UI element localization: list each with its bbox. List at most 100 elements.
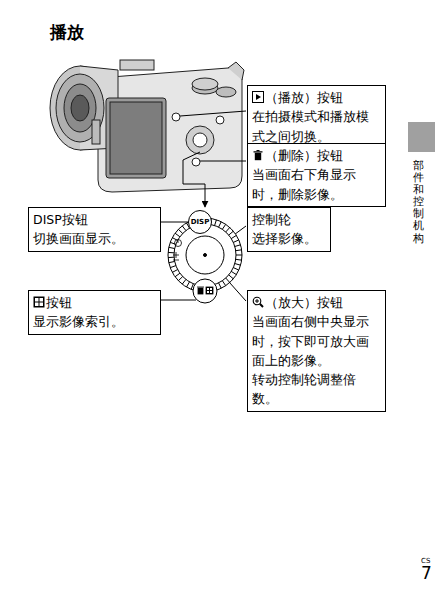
wheel-knurling-part xyxy=(169,261,175,262)
callout-text: 当画面右侧中央显示时，按下即可放大画面上的影像。 xyxy=(252,314,369,368)
section-tab xyxy=(408,122,435,152)
callout-heading: （放大）按钮 xyxy=(265,295,343,310)
callout-text: 选择影像。 xyxy=(252,231,317,246)
wheel-icons-part xyxy=(173,260,179,261)
text-row: （删除）按钮 xyxy=(252,145,381,164)
text-row: 转动控制轮调整倍数。 xyxy=(252,369,381,408)
text-row: 在拍摄模式和播放模式之间切换。 xyxy=(252,106,381,145)
wheel-knurling-part xyxy=(229,231,234,235)
play-icon-part xyxy=(253,92,264,103)
camera-drawing-part xyxy=(64,84,96,132)
callout-box: 按钮显示影像索引。 xyxy=(28,290,161,335)
text-row: 当画面右下角显示时，删除影像。 xyxy=(252,164,381,203)
play-icon-part xyxy=(256,94,261,100)
text-row: 选择影像。 xyxy=(252,228,326,247)
trash-icon xyxy=(252,149,264,161)
leader-lines-part xyxy=(180,111,246,116)
wheel-knurling-part xyxy=(219,283,222,288)
camera-drawing-part xyxy=(120,60,154,70)
index-icon-part xyxy=(34,297,45,308)
camera-drawing-part xyxy=(110,102,162,174)
callout-text: 当画面右下角显示时，删除影像。 xyxy=(252,167,356,201)
wheel-icons-part xyxy=(207,288,209,290)
camera-drawing-part xyxy=(192,158,200,166)
trash-icon-part xyxy=(254,151,263,152)
trash-icon-part xyxy=(255,153,261,160)
wheel-knurling-part xyxy=(169,247,175,248)
camera-drawing-part xyxy=(216,87,236,97)
wheel-icons-part xyxy=(207,291,209,293)
camera-drawing-part xyxy=(228,62,244,80)
camera-drawing xyxy=(50,60,244,192)
wheel-knurling-part xyxy=(233,268,238,270)
wheel-knurling-part xyxy=(226,228,230,232)
wheel-knurling-part xyxy=(175,273,180,277)
control-wheel-part xyxy=(186,236,224,274)
text-row: （播放）按钮 xyxy=(252,87,381,106)
leader-lines-part xyxy=(200,161,246,162)
control-wheel-part xyxy=(174,224,236,286)
wheel-icons-part xyxy=(206,287,213,294)
index-icon xyxy=(33,296,45,308)
wheel-icons-part xyxy=(178,241,179,244)
wheel-knurling-part xyxy=(170,266,176,268)
callout-box: 控制轮选择影像。 xyxy=(247,207,331,252)
camera-drawing-part xyxy=(192,78,218,90)
page-title: 播放 xyxy=(50,21,84,43)
wheel-knurling-part xyxy=(236,249,242,251)
wheel-knurling-part xyxy=(222,281,225,286)
wheel-icons-part xyxy=(210,288,212,290)
control-wheel-part xyxy=(204,254,207,257)
button-label: DISP xyxy=(188,210,212,234)
callout-heading: 按钮 xyxy=(46,295,72,310)
zoom-icon-part xyxy=(255,299,259,303)
play-icon xyxy=(252,91,264,103)
wheel-knurling-part xyxy=(168,257,174,258)
zoom-icon-part xyxy=(253,297,261,305)
wheel-knurling-part xyxy=(182,279,186,284)
wheel-icons xyxy=(173,240,213,295)
camera-drawing-part xyxy=(71,95,89,121)
section-tab-label: 部件和控制机构 xyxy=(413,160,424,245)
wheel-knurling-part xyxy=(175,233,180,237)
leader-lines-part xyxy=(161,300,196,301)
zoom-icon-part xyxy=(260,304,263,307)
wheel-knurling-part xyxy=(236,259,242,261)
camera-drawing-part xyxy=(172,113,180,121)
callout-box: DISP按钮切换画面显示。 xyxy=(28,207,161,252)
callout-box: （放大）按钮当画面右侧中央显示时，按下即可放大画面上的影像。转动控制轮调整倍数。 xyxy=(247,290,386,412)
wheel-knurling-part xyxy=(231,235,236,238)
wheel-icons-part xyxy=(198,288,203,294)
camera-drawing-part xyxy=(92,120,100,144)
camera-drawing-part xyxy=(106,98,166,178)
wheel-knurling-part xyxy=(168,252,174,253)
wheel-knurling-part xyxy=(231,271,236,274)
wheel-knurling-part xyxy=(222,224,225,229)
control-wheel-part xyxy=(193,279,217,303)
text-row: （放大）按钮 xyxy=(252,292,381,311)
wheel-icons-part xyxy=(176,252,177,258)
callout-text: 转动控制轮调整倍数。 xyxy=(252,372,356,406)
wheel-knurling-part xyxy=(233,240,238,242)
text-row: 按钮 xyxy=(33,292,156,311)
callout-heading: （播放）按钮 xyxy=(265,90,343,105)
callout-text: 在拍摄模式和播放模式之间切换。 xyxy=(252,109,369,143)
wheel-knurling-part xyxy=(236,255,242,256)
wheel-knurling-part xyxy=(226,278,230,282)
callout-heading: （删除）按钮 xyxy=(265,148,343,163)
camera-drawing-part xyxy=(193,133,207,147)
text-row: 控制轮 xyxy=(252,209,326,228)
page-number: 7 xyxy=(421,565,432,582)
wheel-knurling-part xyxy=(229,275,234,279)
camera-drawing-part xyxy=(98,68,242,192)
index-icon-part xyxy=(35,303,39,307)
text-row: 当画面右侧中央显示时，按下即可放大画面上的影像。 xyxy=(252,311,381,369)
text-row: 显示影像索引。 xyxy=(33,311,156,330)
wheel-knurling-part xyxy=(172,270,177,273)
text-row: DISP按钮 xyxy=(33,209,156,228)
leader-lines xyxy=(161,111,246,301)
language-code: CS xyxy=(421,558,430,565)
circle-shape xyxy=(189,211,212,234)
wheel-icons-part xyxy=(210,291,212,293)
